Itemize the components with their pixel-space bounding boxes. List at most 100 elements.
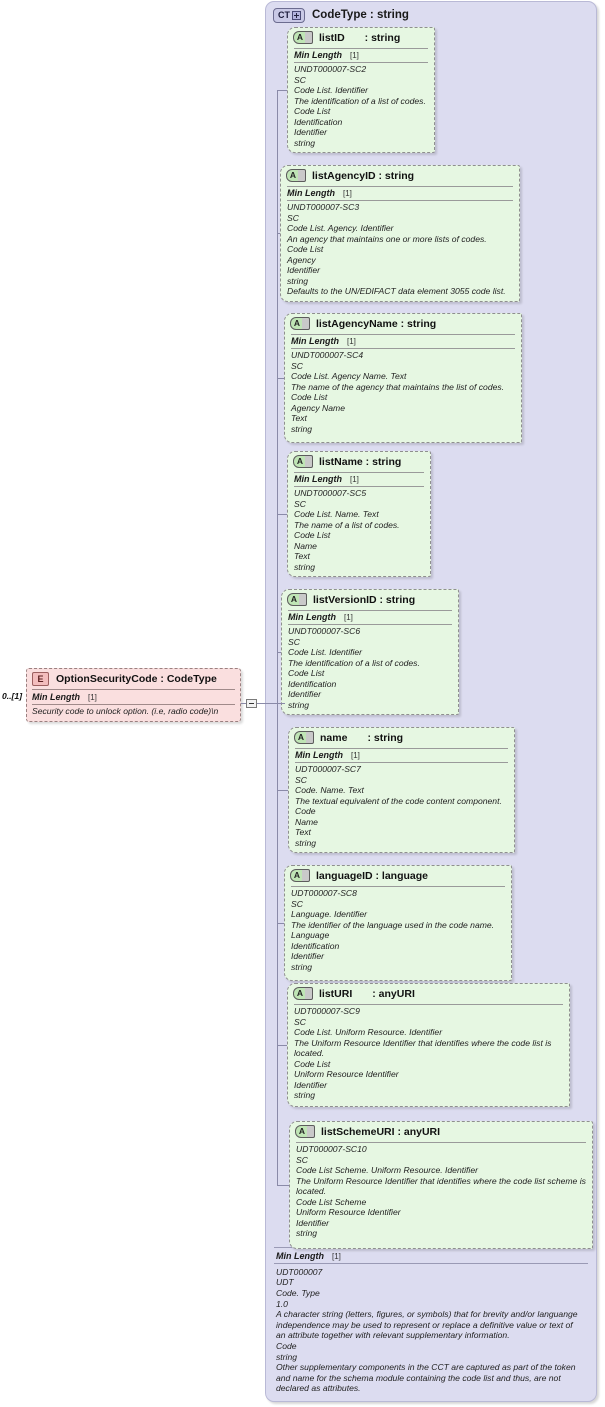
attribute-type: : anyURI [372, 987, 415, 1000]
detail-line: string [276, 1351, 298, 1362]
detail-line: Text [295, 827, 311, 837]
detail-line: The identification of a list of codes. [288, 657, 420, 668]
tree-branch-stub [277, 923, 284, 924]
expand-collapse-toggle-icon[interactable] [246, 699, 257, 708]
attribute-divider-top [291, 334, 515, 335]
attribute-name: listAgencyID : string [312, 169, 415, 182]
plus-box-icon[interactable] [292, 10, 301, 20]
attribute-divider-bottom [287, 200, 513, 201]
attribute-divider-bottom [291, 348, 515, 349]
codetype-header: CT CodeType : string [266, 2, 409, 28]
attribute-divider-top [296, 1142, 586, 1143]
detail-line: SC [288, 636, 300, 647]
detail-line: Code List. Identifier [288, 647, 363, 657]
element-link-line-right [257, 703, 285, 704]
attribute-name: listAgencyName : string [316, 317, 437, 330]
detail-line: Code List. Uniform Resource. Identifier [294, 1027, 443, 1037]
attribute-divider-top [294, 1004, 563, 1005]
detail-line: Defaults to the UN/EDIFACT data element … [287, 286, 506, 296]
tree-vertical-line [277, 90, 278, 1185]
detail-line: The identification of a list of codes. [294, 95, 426, 106]
detail-line: Code List [287, 244, 324, 254]
detail-line: SC [295, 774, 307, 785]
detail-line: string [291, 961, 313, 972]
detail-line: The name of a list of codes. [294, 519, 400, 530]
attribute-divider-bottom [288, 624, 452, 625]
attribute-name: listID [319, 31, 345, 44]
detail-line: Code [295, 806, 316, 816]
detail-line: UDT000007 [276, 1266, 323, 1277]
detail-line: Agency [287, 254, 316, 265]
attribute-name: languageID : language [316, 869, 429, 882]
detail-line: UNDT000007-SC6 [288, 626, 361, 636]
attribute-min-length-row: Min Length[1] [281, 187, 519, 199]
attribute-min-length-row: Min Length[1] [282, 611, 458, 623]
detail-line: Code List [294, 530, 331, 540]
attribute-name: listURI [319, 987, 353, 1000]
element-link-line-left [241, 703, 246, 704]
tree-branch-stub [277, 1185, 289, 1186]
element-optionsecuritycode[interactable]: E OptionSecurityCode : CodeType Min Leng… [26, 668, 241, 722]
element-header: E OptionSecurityCode : CodeType [27, 669, 240, 689]
tree-branch-stub [277, 90, 287, 91]
detail-line: string [291, 423, 313, 434]
attribute-badge-icon: A [290, 317, 310, 330]
detail-line: SC [294, 1016, 306, 1027]
detail-line: Code. Type [276, 1288, 320, 1299]
detail-line: UDT000007-SC10 [296, 1144, 367, 1154]
detail-line: UNDT000007-SC2 [294, 64, 367, 74]
attribute-name: name [320, 731, 348, 744]
detail-line: UDT [276, 1277, 294, 1288]
attribute-badge-icon: A [294, 731, 314, 744]
detail-line: Code List Scheme. Uniform Resource. Iden… [296, 1165, 478, 1175]
detail-line: string [296, 1228, 318, 1238]
detail-line: string [288, 699, 310, 710]
detail-line: Identifier [288, 689, 321, 699]
detail-line: 1.0 [276, 1298, 288, 1309]
attribute-divider-top [287, 186, 513, 187]
detail-line: Language [291, 930, 330, 940]
detail-line: string [294, 1090, 316, 1100]
footer-min-length-row: Min Length [1] [274, 1250, 588, 1262]
detail-line: UDT000007-SC9 [294, 1006, 360, 1016]
detail-line: Name [294, 540, 317, 551]
attribute-min-length-label: Min Length [291, 336, 339, 346]
attribute-name: listSchemeURI : anyURI [321, 1125, 441, 1138]
detail-line: SC [291, 898, 303, 909]
attribute-divider-top [288, 610, 452, 611]
detail-line: An agency that maintains one or more lis… [287, 233, 487, 244]
element-description: Security code to unlock option. (i.e, ra… [32, 706, 219, 716]
codetype-title: CodeType : string [312, 9, 409, 21]
detail-line: Identification [288, 678, 337, 689]
detail-line: A character string (letters, figures, or… [276, 1309, 578, 1341]
detail-line: UDT000007-SC8 [291, 888, 357, 898]
attribute-min-length-row: Min Length[1] [288, 473, 430, 485]
detail-line: Language. Identifier [291, 909, 367, 919]
attribute-name: listName : string [319, 455, 402, 468]
element-min-length-label: Min Length [32, 692, 80, 702]
complex-type-badge[interactable]: CT [273, 7, 305, 23]
attribute-badge-icon: A [290, 869, 310, 882]
detail-line: Uniform Resource Identifier [294, 1069, 399, 1079]
detail-line: Code. Name. Text [295, 785, 364, 795]
